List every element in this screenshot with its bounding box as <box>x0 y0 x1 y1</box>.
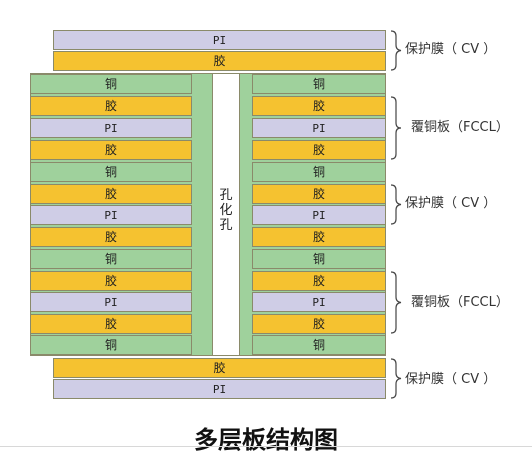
via-label-char: 孔 <box>219 218 233 233</box>
glue-layer: 胶 <box>30 184 192 204</box>
glue-layer: 胶 <box>252 271 386 291</box>
pi-layer: PI <box>252 292 386 312</box>
glue-layer: 胶 <box>30 271 192 291</box>
copper-layer: 铜 <box>30 74 192 94</box>
brace-icon <box>390 30 402 71</box>
glue-layer: 胶 <box>252 184 386 204</box>
copper-layer: 铜 <box>252 162 386 182</box>
pi-layer: PI <box>30 118 192 138</box>
fccl-label: 覆铜板（FCCL） <box>411 120 509 135</box>
brace-icon <box>390 271 402 334</box>
glue-layer: 胶 <box>30 314 192 334</box>
pi-layer: PI <box>53 379 386 399</box>
brace-icon <box>390 358 402 399</box>
copper-layer: 铜 <box>30 249 192 269</box>
glue-layer: 胶 <box>252 227 386 247</box>
diagram-title: 多层板结构图 <box>194 426 338 454</box>
glue-layer: 胶 <box>30 96 192 116</box>
pi-layer: PI <box>252 205 386 225</box>
glue-layer: 胶 <box>252 96 386 116</box>
copper-layer: 铜 <box>30 335 192 355</box>
glue-layer: 胶 <box>252 140 386 160</box>
coverlay-label: 保护膜（ CV ） <box>405 42 497 57</box>
glue-layer: 胶 <box>30 227 192 247</box>
copper-layer: 铜 <box>30 162 192 182</box>
via-label-char: 孔 <box>219 188 233 203</box>
fccl-label: 覆铜板（FCCL） <box>411 295 509 310</box>
divider <box>0 446 532 447</box>
pi-layer: PI <box>252 118 386 138</box>
pi-layer: PI <box>30 292 192 312</box>
glue-layer: 胶 <box>53 358 386 378</box>
glue-layer: 胶 <box>30 140 192 160</box>
plated-through-hole <box>212 74 240 355</box>
pi-layer: PI <box>53 30 386 50</box>
pi-layer: PI <box>30 205 192 225</box>
coverlay-label: 保护膜（ CV ） <box>405 372 497 387</box>
copper-layer: 铜 <box>252 249 386 269</box>
glue-layer: 胶 <box>252 314 386 334</box>
copper-layer: 铜 <box>252 335 386 355</box>
via-label: 孔 化 孔 <box>212 188 240 233</box>
glue-layer: 胶 <box>53 51 386 71</box>
brace-icon <box>390 184 402 225</box>
brace-icon <box>390 96 402 160</box>
coverlay-label: 保护膜（ CV ） <box>405 196 497 211</box>
copper-layer: 铜 <box>252 74 386 94</box>
via-label-char: 化 <box>219 203 233 218</box>
